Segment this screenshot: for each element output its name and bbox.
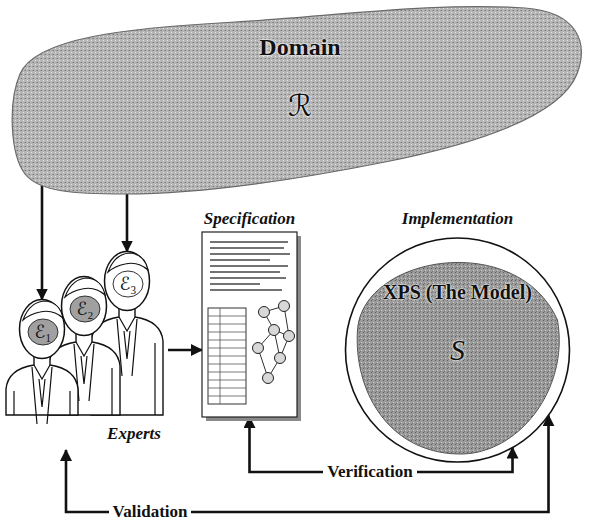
thought-oval <box>28 319 58 345</box>
model-symbol: S <box>450 333 465 368</box>
model-blob <box>357 262 559 454</box>
head-outline <box>62 277 107 336</box>
specification-document-outline <box>192 208 307 425</box>
connector-label: Validation <box>109 502 192 522</box>
head-outline <box>20 300 65 359</box>
graph-node <box>275 353 286 364</box>
expert-symbol: ℰ₁ <box>34 322 51 343</box>
suit-lines <box>14 365 70 424</box>
expert-symbol: ℰ₂ <box>76 299 93 320</box>
expert-symbol: ℰ₃ <box>119 274 136 295</box>
specification-document: Specification <box>192 208 307 425</box>
connector-arrow <box>168 349 202 352</box>
expert-head: ℰ₂ <box>60 275 108 337</box>
expert-head: ℰ₁ <box>18 298 66 360</box>
connector-arrow <box>126 186 129 252</box>
group-caption: Experts <box>107 424 161 444</box>
model-ring <box>346 238 570 462</box>
table-row <box>208 340 246 341</box>
table-row <box>208 396 246 397</box>
connector-arrow <box>41 180 44 300</box>
table-row <box>208 388 246 389</box>
region-symbol: ℛ <box>288 89 312 124</box>
region-title: Domain <box>259 34 340 62</box>
text-line <box>210 271 280 273</box>
head-outline <box>105 252 150 311</box>
table-column <box>220 308 221 404</box>
graph-node <box>284 331 295 342</box>
text-line <box>210 289 282 291</box>
graph-node <box>263 373 274 384</box>
text-line <box>210 277 286 279</box>
expert-head: ℰ₃ <box>103 250 151 312</box>
table-row <box>208 380 246 381</box>
table-row <box>208 332 246 333</box>
expert-group: Experts ℰ₁ ℰ₂ ℰ₃ <box>8 240 168 450</box>
thought-oval <box>70 296 100 322</box>
section-heading: Specification <box>204 209 296 229</box>
graph-node <box>269 325 280 336</box>
table-frame <box>208 308 246 404</box>
text-line <box>210 283 260 285</box>
table-row <box>208 372 246 373</box>
graph-node <box>259 307 270 318</box>
connector-label: Verification <box>323 462 416 482</box>
table-row <box>208 364 246 365</box>
section-heading: Implementation <box>402 209 513 229</box>
text-line <box>210 247 284 249</box>
hair <box>23 301 63 320</box>
domain-blob <box>12 7 581 194</box>
hair <box>108 253 148 272</box>
page <box>202 232 297 417</box>
text-line <box>210 265 288 267</box>
hair <box>65 278 105 297</box>
graph-node <box>253 343 264 354</box>
model-name: XPS (The Model) <box>383 281 532 304</box>
domain-region: Domainℛ <box>5 2 585 197</box>
text-line <box>210 259 270 261</box>
graph-node <box>279 301 290 312</box>
text-line <box>210 241 288 243</box>
table-row <box>208 316 246 317</box>
text-line <box>210 253 290 255</box>
implementation-model: ImplementationXPS (The Model) S <box>335 208 580 468</box>
table-row <box>208 324 246 325</box>
table-row <box>208 356 246 357</box>
table-row <box>208 348 246 349</box>
thought-oval <box>113 271 143 297</box>
document-drawing <box>202 232 301 421</box>
